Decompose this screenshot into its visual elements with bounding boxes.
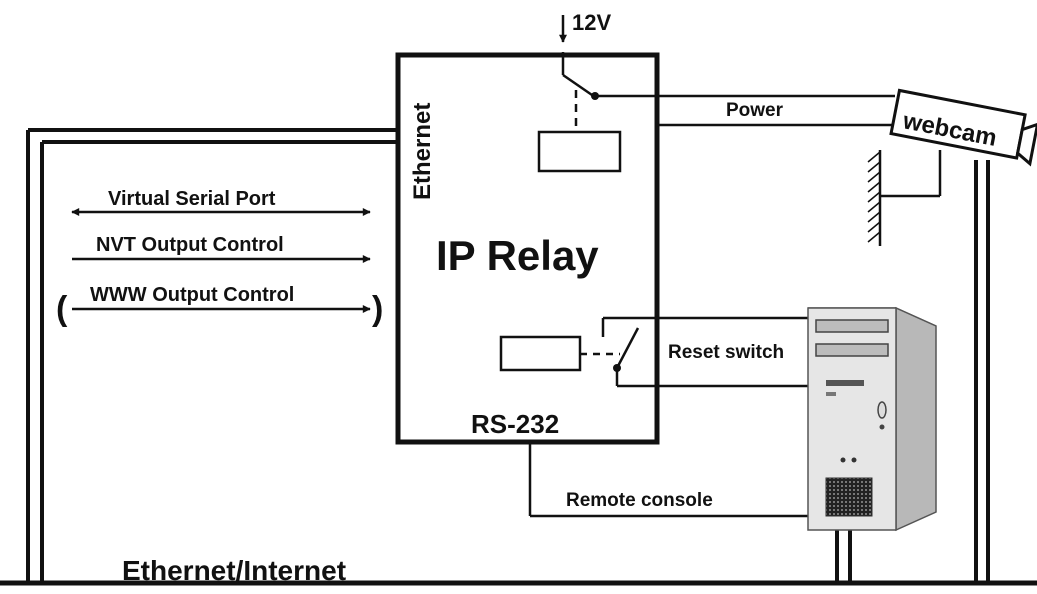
reset-switch-label: Reset switch <box>668 342 784 363</box>
virtual-serial-port-label: Virtual Serial Port <box>108 188 276 210</box>
pc-vent-grille <box>825 477 873 517</box>
close-paren: ) <box>372 290 383 328</box>
control-arrows <box>71 208 371 313</box>
open-paren: ( <box>56 290 68 328</box>
floppy-slot <box>826 380 864 386</box>
pc-tower <box>807 306 937 532</box>
rs232-label: RS-232 <box>471 409 559 439</box>
drive-bay-2 <box>815 343 889 357</box>
webcam-lens <box>1016 122 1037 167</box>
www-output-control-label: WWW Output Control <box>90 284 294 306</box>
ethernet-bus <box>0 128 1037 586</box>
ip-relay-title: IP Relay <box>436 232 599 279</box>
ethernet-port-label: Ethernet <box>409 103 436 200</box>
webcam-assembly: webcam <box>867 88 1037 246</box>
relay-coil-upper <box>537 130 622 173</box>
switch-contact-dot <box>613 364 621 372</box>
power-relay <box>537 15 895 173</box>
drive-bay-1 <box>815 319 889 333</box>
nvt-output-control-label: NVT Output Control <box>96 234 284 256</box>
supply-voltage-label: 12V <box>572 10 611 35</box>
network-label: Ethernet/Internet <box>122 555 346 586</box>
power-line-label: Power <box>726 100 784 121</box>
power-button <box>877 401 887 419</box>
remote-console-label: Remote console <box>566 490 713 511</box>
rs232-line <box>528 442 808 518</box>
reset-relay <box>499 316 808 388</box>
relay-coil-lower <box>499 335 582 372</box>
ip-relay-box <box>395 52 660 445</box>
